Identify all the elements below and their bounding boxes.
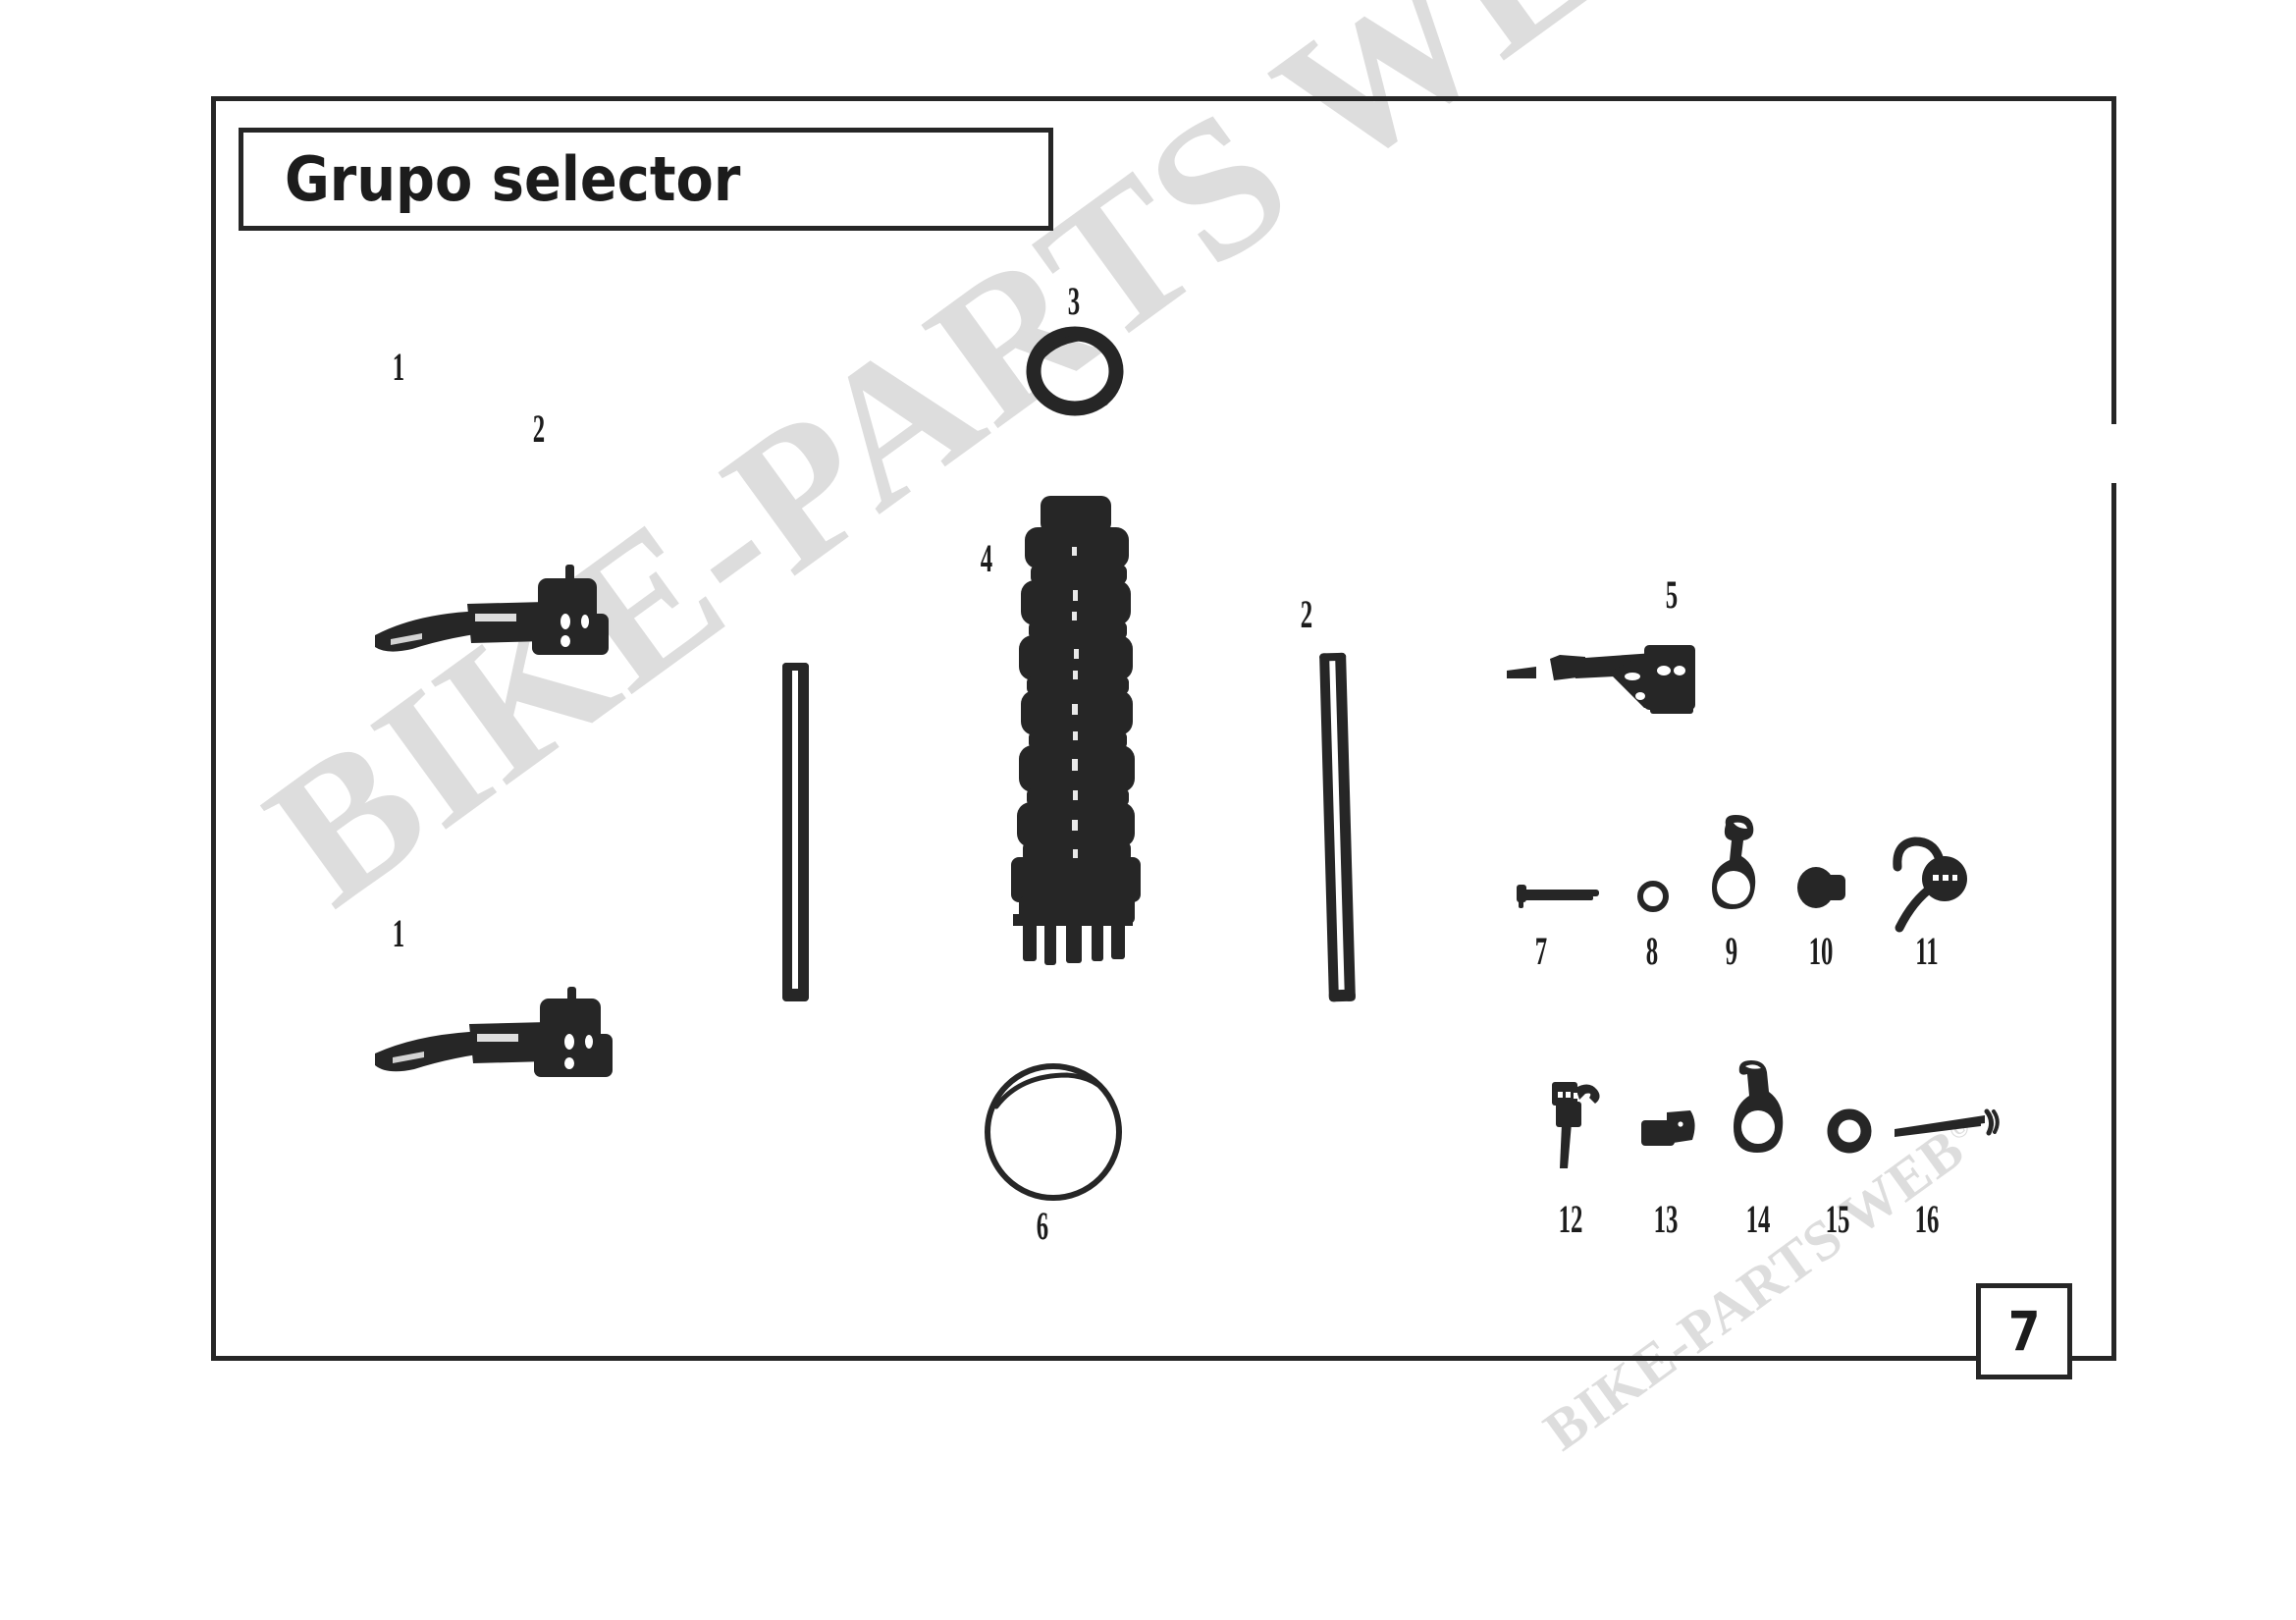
callout-8: 8 — [1645, 929, 1659, 973]
part-small-ring-washer — [1634, 877, 1674, 916]
part-kick-start-lever — [1507, 614, 1723, 717]
callout-3: 3 — [1067, 279, 1081, 323]
diagram-frame — [211, 96, 2116, 1361]
part-o-ring-seal — [1021, 324, 1129, 417]
page-number-plate: 7 — [1976, 1283, 2072, 1379]
callout-6: 6 — [1036, 1204, 1049, 1248]
part-bolt — [1641, 1107, 1700, 1152]
part-bolt-head — [1796, 862, 1851, 913]
title-plate: Grupo selector — [239, 128, 1053, 231]
part-gear-shift-lever-lower — [373, 987, 633, 1085]
callout-4: 4 — [980, 536, 993, 580]
page-number: 7 — [2007, 1300, 2041, 1363]
part-return-spring — [1890, 830, 1974, 938]
part-shift-fork-shaft-right — [1319, 652, 1360, 1002]
callout-12: 12 — [1558, 1197, 1583, 1241]
callout-11: 11 — [1915, 929, 1939, 973]
part-detent-spring-assembly — [1546, 1078, 1615, 1176]
part-inspection-cover-plate — [977, 1055, 1134, 1213]
callout-1-lower: 1 — [392, 911, 405, 955]
page-title: Grupo selector — [285, 142, 741, 215]
callout-16: 16 — [1914, 1197, 1940, 1241]
frame-scan-gap — [2110, 424, 2122, 483]
callout-7: 7 — [1534, 929, 1548, 973]
callout-15: 15 — [1825, 1197, 1850, 1241]
part-selector-arm — [1708, 813, 1767, 921]
part-shift-fork-shaft-left — [780, 663, 814, 1001]
callout-1-upper: 1 — [392, 345, 405, 389]
part-shift-drum-assembly — [1001, 496, 1158, 967]
part-gear-shift-lever-upper — [373, 565, 628, 663]
part-long-screw — [1895, 1107, 2002, 1141]
part-pin — [1517, 879, 1605, 908]
part-washer-nut — [1826, 1107, 1875, 1155]
callout-2-right: 2 — [1300, 592, 1313, 636]
callout-13: 13 — [1653, 1197, 1679, 1241]
callout-10: 10 — [1808, 929, 1834, 973]
callout-14: 14 — [1745, 1197, 1771, 1241]
part-detent-arm — [1728, 1058, 1792, 1166]
callout-9: 9 — [1725, 929, 1738, 973]
callout-2-left: 2 — [532, 406, 546, 451]
callout-5: 5 — [1665, 572, 1679, 617]
